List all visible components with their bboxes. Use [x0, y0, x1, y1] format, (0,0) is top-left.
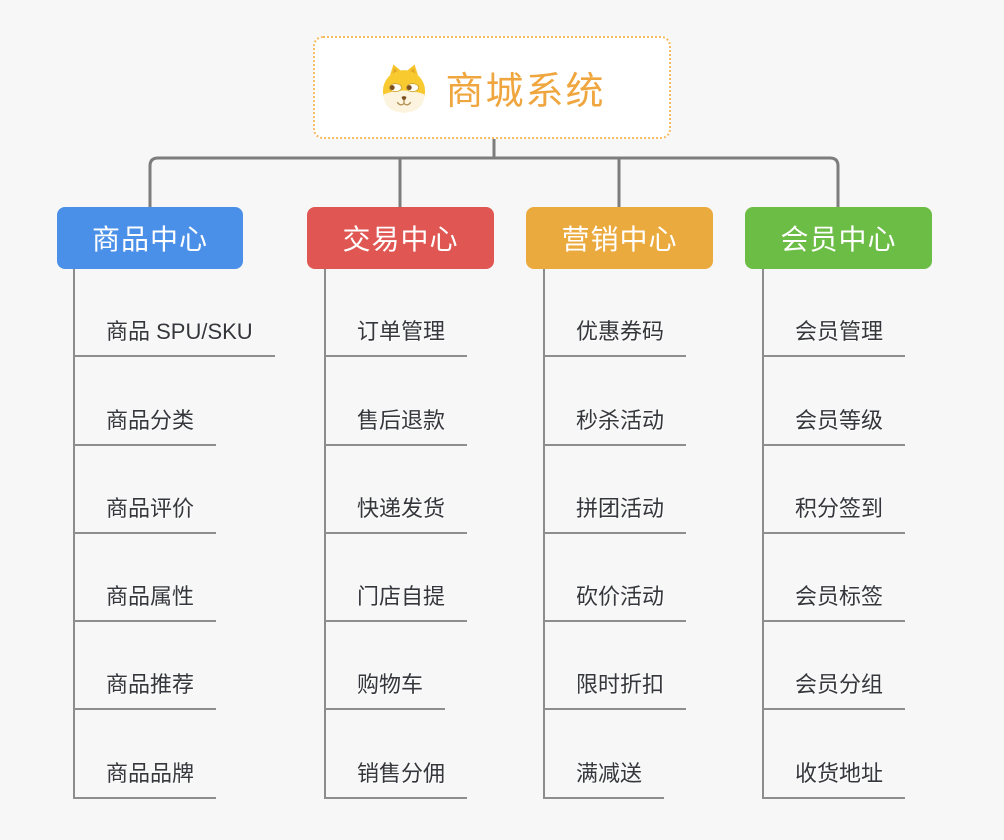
leaf-item[interactable]: 商品属性	[74, 534, 324, 623]
leaf-label: 售后退款	[325, 403, 468, 446]
leaf-item[interactable]: 砍价活动	[544, 534, 794, 623]
doge-icon	[383, 63, 426, 112]
leaf-label: 销售分佣	[325, 756, 468, 799]
leaf-item[interactable]: 商品评价	[74, 446, 324, 534]
leaf-item[interactable]: 拼团活动	[544, 446, 794, 534]
branch-items-marketing-center: 优惠券码 秒杀活动 拼团活动 砍价活动 限时折扣 满减送	[544, 269, 794, 799]
leaf-label: 优惠券码	[544, 314, 687, 358]
leaf-label: 秒杀活动	[544, 403, 687, 446]
leaf-label: 商品属性	[74, 579, 217, 623]
leaf-item[interactable]: 销售分佣	[325, 710, 575, 799]
leaf-item[interactable]: 会员管理	[763, 269, 1004, 358]
leaf-label: 商品 SPU/SKU	[74, 314, 275, 358]
leaf-label: 积分签到	[763, 491, 906, 534]
root-node[interactable]: 商城系统	[313, 36, 671, 139]
branch-node-member-center[interactable]: 会员中心	[745, 207, 932, 269]
root-label: 商城系统	[445, 71, 606, 113]
leaf-item[interactable]: 售后退款	[325, 357, 575, 446]
leaf-label: 购物车	[325, 667, 446, 711]
leaf-item[interactable]: 订单管理	[325, 269, 575, 358]
leaf-label: 会员标签	[763, 579, 906, 623]
leaf-item[interactable]: 商品推荐	[74, 622, 324, 711]
leaf-item[interactable]: 商品分类	[74, 357, 324, 446]
leaf-label: 拼团活动	[544, 491, 687, 534]
leaf-item[interactable]: 满减送	[544, 710, 794, 799]
leaf-item[interactable]: 优惠券码	[544, 269, 794, 358]
branch-items-product-center: 商品 SPU/SKU 商品分类 商品评价 商品属性 商品推荐 商品品牌	[74, 269, 324, 799]
leaf-item[interactable]: 秒杀活动	[544, 357, 794, 446]
leaf-item[interactable]: 收货地址	[763, 710, 1004, 799]
leaf-item[interactable]: 积分签到	[763, 446, 1004, 534]
leaf-label: 订单管理	[325, 314, 468, 358]
leaf-item[interactable]: 门店自提	[325, 534, 575, 623]
branch-node-product-center[interactable]: 商品中心	[57, 207, 243, 269]
leaf-label: 门店自提	[325, 579, 468, 623]
leaf-label: 砍价活动	[544, 579, 687, 623]
branch-node-marketing-center[interactable]: 营销中心	[526, 207, 713, 269]
leaf-item[interactable]: 会员标签	[763, 534, 1004, 623]
leaf-label: 商品评价	[74, 491, 217, 534]
leaf-item[interactable]: 商品 SPU/SKU	[74, 269, 324, 358]
branch-items-trade-center: 订单管理 售后退款 快递发货 门店自提 购物车 销售分佣	[325, 269, 575, 799]
leaf-label: 限时折扣	[544, 667, 687, 711]
leaf-label: 会员管理	[763, 314, 906, 358]
leaf-label: 商品分类	[74, 403, 217, 446]
leaf-label: 商品推荐	[74, 667, 217, 711]
leaf-label: 满减送	[544, 756, 665, 799]
leaf-item[interactable]: 会员分组	[763, 622, 1004, 711]
leaf-item[interactable]: 购物车	[325, 622, 575, 711]
leaf-item[interactable]: 商品品牌	[74, 710, 324, 799]
leaf-label: 商品品牌	[74, 756, 217, 799]
leaf-item[interactable]: 限时折扣	[544, 622, 794, 711]
leaf-label: 收货地址	[763, 756, 906, 799]
leaf-label: 快递发货	[325, 491, 468, 534]
branch-items-member-center: 会员管理 会员等级 积分签到 会员标签 会员分组 收货地址	[763, 269, 1004, 799]
leaf-item[interactable]: 会员等级	[763, 357, 1004, 446]
leaf-label: 会员等级	[763, 403, 906, 446]
leaf-label: 会员分组	[763, 667, 906, 711]
branch-node-trade-center[interactable]: 交易中心	[307, 207, 494, 269]
leaf-item[interactable]: 快递发货	[325, 446, 575, 534]
